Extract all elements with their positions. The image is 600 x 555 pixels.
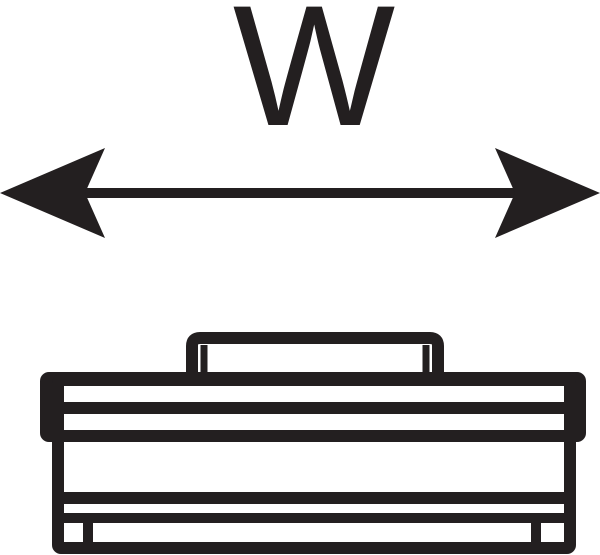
double-arrow-icon (0, 148, 600, 238)
width-label: W (233, 0, 395, 162)
toolbox-icon (40, 332, 586, 554)
